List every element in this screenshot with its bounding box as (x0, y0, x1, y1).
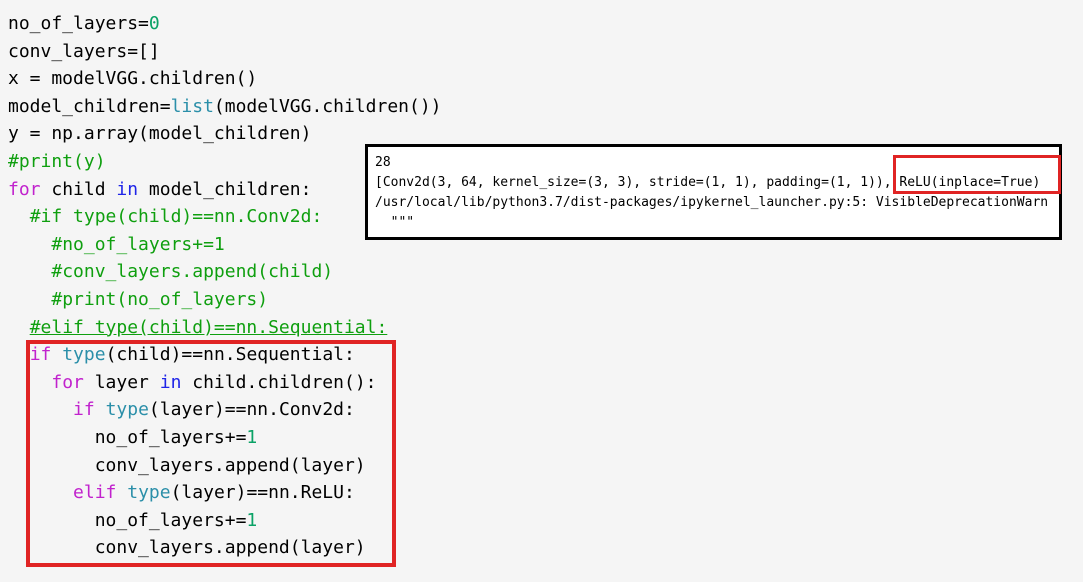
code-line: #print(y) (8, 150, 106, 172)
relu-highlight-box (893, 155, 1061, 194)
code-lines: no_of_layers=0 conv_layers=[]x = modelVGG… (8, 10, 708, 562)
code-line: #no_of_layers+=1 (51, 233, 225, 255)
code-line: conv_layers.append(layer) (8, 454, 366, 476)
code-line: conv_layers.append(layer) (8, 537, 366, 559)
code-line: for layer in child.children(): (51, 371, 377, 393)
output-line: """ (375, 215, 415, 230)
code-line: model_children=list(modelVGG.children()) (8, 95, 442, 117)
code-editor-cell[interactable]: no_of_layers=0 conv_layers=[]x = modelVGG… (8, 10, 708, 562)
code-line: #conv_layers.append(child) (51, 261, 334, 283)
code-line: if type(child)==nn.Sequential: (29, 344, 355, 366)
code-line: conv_layers=[] (8, 40, 160, 62)
output-lines: 28 [Conv2d(3, 64, kernel_size=(3, 3), str… (375, 153, 1059, 233)
code-line: x = modelVGG.children() (8, 68, 258, 90)
output-line: /usr/local/lib/python3.7/dist-packages/i… (375, 195, 1049, 210)
code-line: #print(no_of_layers) (51, 288, 269, 310)
code-line: no_of_layers+=1 (8, 509, 258, 531)
code-line: if type(layer)==nn.Conv2d: (73, 399, 355, 421)
code-line: for child in model_children: (8, 178, 312, 200)
output-line: 28 (375, 155, 391, 170)
code-line: #elif type(child)==nn.Sequential: (29, 316, 388, 338)
code-highlight-box (26, 340, 396, 567)
output-line: [Conv2d(3, 64, kernel_size=(3, 3), strid… (375, 175, 1041, 190)
code-line: #if type(child)==nn.Conv2d: (29, 206, 323, 228)
code-line: elif type(layer)==nn.ReLU: (73, 482, 355, 504)
code-line: y = np.array(model_children) (8, 123, 312, 145)
code-line: no_of_layers+=1 (8, 426, 258, 448)
code-line: no_of_layers=0 (8, 13, 160, 34)
